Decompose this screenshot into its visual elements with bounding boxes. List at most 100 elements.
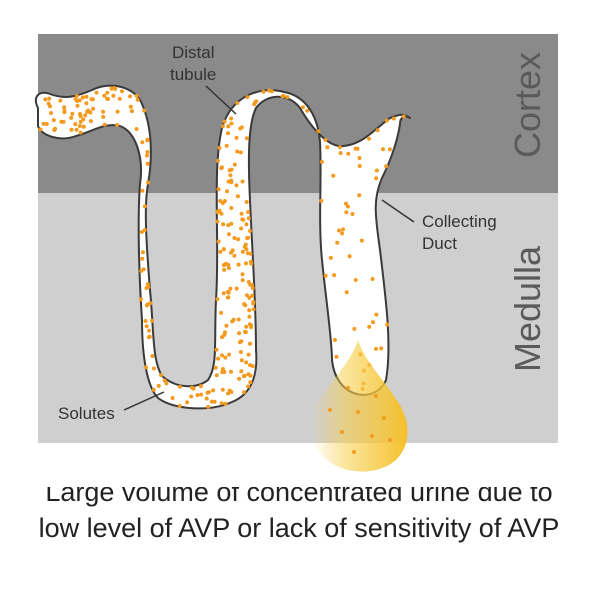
solute-dot (221, 222, 226, 227)
solute-dot (261, 89, 266, 94)
solute-dot (248, 282, 253, 287)
solute-dot (84, 101, 89, 106)
droplet-solute-dot (374, 394, 378, 398)
solute-dot (244, 222, 249, 227)
solute-dot (243, 330, 248, 335)
solute-dot (244, 261, 248, 266)
solute-dot (214, 347, 219, 352)
solute-dot (81, 117, 86, 122)
solute-dot (367, 324, 372, 329)
collecting-duct-label-line2: Duct (422, 234, 457, 253)
solute-dot (340, 231, 344, 236)
solute-dot (367, 136, 371, 141)
solute-dot (226, 232, 231, 237)
solute-dot (139, 230, 144, 234)
solute-dot (353, 278, 358, 282)
solute-dot (219, 166, 224, 171)
solute-dot (323, 137, 328, 142)
solute-dot (242, 244, 247, 249)
solute-dot (74, 93, 79, 98)
solute-dot (331, 173, 336, 178)
droplet-solute-dot (382, 416, 386, 420)
solute-dot (43, 97, 48, 102)
solute-dot (102, 122, 107, 127)
solute-dot (247, 314, 252, 319)
solute-dot (53, 126, 58, 131)
solute-dot (223, 330, 227, 335)
solute-dot (218, 249, 223, 254)
solute-dot (235, 101, 240, 106)
solute-dot (249, 325, 253, 330)
solute-dot (232, 236, 237, 240)
solute-dot (245, 293, 249, 298)
solute-dot (105, 90, 110, 95)
solute-dot (220, 387, 225, 392)
solute-dot (226, 290, 230, 294)
solute-dot (115, 109, 120, 114)
solute-dot (224, 323, 229, 328)
solute-dot (134, 127, 139, 131)
solute-dot (226, 263, 231, 267)
solute-dot (140, 188, 145, 193)
solute-dot (59, 119, 64, 124)
solute-dot (221, 247, 226, 252)
solute-dot (218, 199, 223, 203)
solute-dot (223, 401, 228, 406)
droplet-solute-dot (346, 386, 350, 390)
solute-dot (236, 262, 241, 267)
solute-dot (78, 114, 83, 119)
solute-dot (285, 95, 290, 100)
solute-dot (109, 86, 114, 91)
solute-dot (128, 94, 132, 99)
solute-dot (234, 286, 239, 291)
solute-dot (385, 322, 390, 327)
solute-dot (226, 391, 230, 396)
solute-dot (237, 340, 242, 345)
solute-dot (145, 138, 150, 143)
solute-dot (111, 93, 116, 98)
solute-dot (69, 127, 74, 132)
solute-dot (225, 295, 230, 300)
solute-dot (244, 360, 249, 365)
solute-dot (206, 404, 211, 409)
solute-dot (101, 109, 106, 114)
solute-dot (62, 108, 67, 113)
cortex-label: Cortex (507, 52, 548, 158)
solute-dot (251, 307, 256, 312)
solute-dot (229, 206, 234, 210)
solute-dot (198, 384, 203, 389)
solute-dot (106, 97, 110, 101)
solute-dot (159, 373, 163, 378)
solute-dot (335, 240, 340, 245)
solute-dot (44, 122, 49, 126)
solute-dot (240, 278, 245, 283)
solute-dot (102, 93, 107, 98)
solute-dot (75, 103, 80, 108)
solute-dot (70, 111, 75, 116)
solute-dot (323, 273, 328, 278)
solute-dot (74, 127, 79, 132)
solute-dot (235, 149, 240, 154)
solute-dot (142, 204, 147, 209)
solute-dot (145, 153, 149, 158)
solute-dot (238, 350, 243, 354)
solute-dot (359, 238, 364, 243)
solute-dot (357, 156, 362, 160)
solute-dot (146, 335, 151, 340)
solute-dot (229, 121, 234, 126)
solute-dot (215, 219, 220, 224)
solute-dot (80, 95, 85, 100)
solute-dot (225, 189, 229, 194)
droplet-solute-dot (388, 438, 392, 442)
solute-dot (213, 365, 218, 370)
medulla-region (38, 193, 558, 443)
collecting-duct-label-line1: Collecting (422, 212, 497, 231)
solute-dot (69, 115, 74, 120)
solute-dot (145, 303, 149, 308)
solute-dot (77, 98, 82, 103)
solute-dot (250, 364, 255, 369)
solute-dot (239, 369, 244, 374)
solute-dot (84, 94, 89, 99)
solute-dot (334, 354, 339, 359)
solute-dot (357, 193, 362, 198)
